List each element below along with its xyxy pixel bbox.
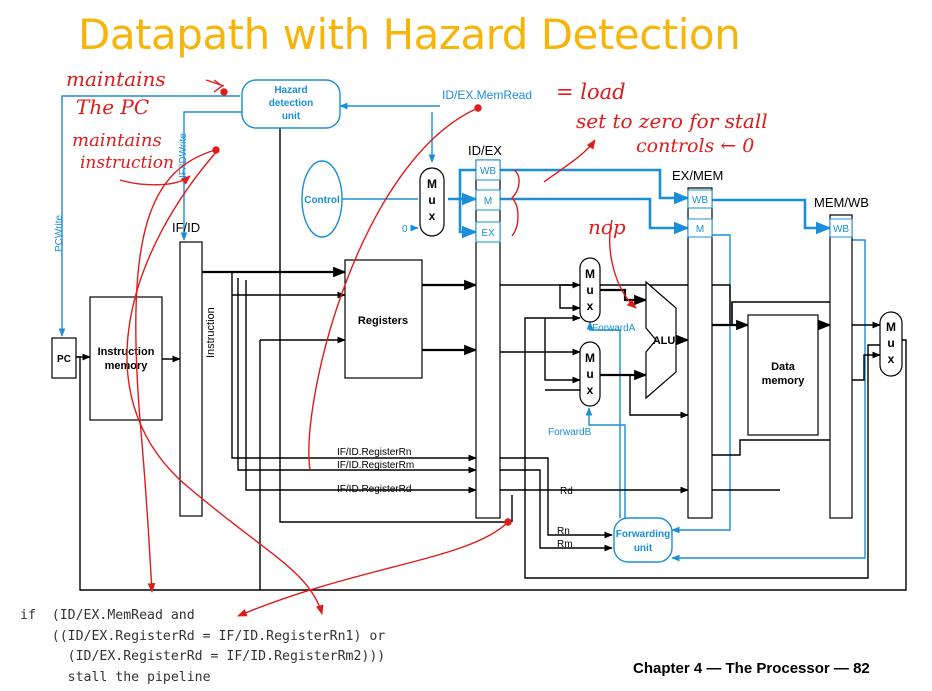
writeback-mux: M u x bbox=[879, 311, 903, 377]
control-wiring bbox=[58, 95, 866, 562]
code-line-3: (ID/EX.RegisterRd = IF/ID.RegisterRm2))) bbox=[20, 649, 386, 664]
alu-block: ALU bbox=[645, 280, 677, 400]
forward-b-mux: M u x ForwardB bbox=[548, 341, 601, 438]
zero-input-label: 0 bbox=[402, 224, 408, 235]
svg-text:M: M bbox=[427, 177, 437, 191]
instruction-memory-block: Instruction memory bbox=[89, 296, 163, 421]
svg-text:u: u bbox=[428, 193, 435, 207]
forwarding-label-2: unit bbox=[634, 543, 653, 554]
svg-text:M: M bbox=[585, 351, 595, 365]
svg-text:EX: EX bbox=[481, 228, 495, 239]
forward-a-label: ForwardA bbox=[592, 323, 636, 334]
hazard-label-2: detection bbox=[269, 98, 313, 109]
signal-labels: PCWrite IF/IDWrite ID/EX.MemRead IF/ID.R… bbox=[54, 88, 573, 550]
hazard-detection-unit: Hazard detection unit bbox=[241, 79, 341, 129]
svg-text:u: u bbox=[586, 283, 593, 297]
svg-text:M: M bbox=[585, 267, 595, 281]
instruction-memory-label-1: Instruction bbox=[98, 346, 155, 358]
if-id-label: IF/ID bbox=[172, 220, 200, 235]
stall-condition-code: if (ID/EX.MemRead and ((ID/EX.RegisterRd… bbox=[20, 606, 385, 688]
control-mux: M u x 0 bbox=[402, 167, 445, 237]
forwarding-label-1: Forwarding bbox=[616, 529, 670, 540]
svg-text:x: x bbox=[587, 383, 594, 397]
data-memory-block: Data memory bbox=[747, 314, 819, 436]
data-memory-label-2: memory bbox=[762, 375, 806, 387]
mem-wb-register: WB MEM/WB bbox=[814, 195, 869, 519]
annotation-strokes bbox=[119, 79, 637, 617]
note-maintains-instr-1: maintains bbox=[72, 130, 162, 151]
note-set-zero-2: controls ← 0 bbox=[636, 135, 754, 157]
note-maintains-pc-2: The PC bbox=[76, 95, 149, 119]
code-line-1: if (ID/EX.MemRead and bbox=[20, 608, 195, 623]
code-line-4: stall the pipeline bbox=[20, 669, 211, 685]
rd-label: Rd bbox=[560, 486, 573, 497]
rn-label: Rn bbox=[557, 526, 570, 537]
control-unit: Control bbox=[301, 160, 343, 238]
ex-mem-register: WB M EX/MEM bbox=[672, 168, 723, 519]
rm-label: Rm bbox=[557, 539, 573, 550]
svg-text:WB: WB bbox=[833, 224, 849, 235]
id-ex-memread-label: ID/EX.MemRead bbox=[442, 88, 532, 102]
slide-footer: Chapter 4 — The Processor — 82 bbox=[633, 660, 870, 677]
svg-text:WB: WB bbox=[692, 195, 708, 206]
svg-text:M: M bbox=[484, 196, 492, 207]
if-id-register: IF/ID Instruction bbox=[172, 220, 217, 517]
note-maintains-instr-2: instruction bbox=[80, 153, 174, 173]
forward-b-label: ForwardB bbox=[548, 427, 592, 438]
note-maintains-pc-1: maintains bbox=[66, 67, 166, 91]
hazard-label-1: Hazard bbox=[274, 85, 307, 96]
svg-text:M: M bbox=[696, 224, 704, 235]
datapath-wiring bbox=[76, 120, 907, 591]
registers-label: Registers bbox=[358, 315, 408, 327]
hazard-label-3: unit bbox=[282, 111, 301, 122]
instruction-vertical-label: Instruction bbox=[205, 307, 217, 358]
svg-text:u: u bbox=[887, 336, 894, 350]
handwritten-notes: maintains The PC maintains instruction =… bbox=[66, 67, 768, 239]
svg-text:WB: WB bbox=[480, 166, 496, 177]
svg-text:x: x bbox=[888, 352, 895, 366]
id-ex-label: ID/EX bbox=[468, 143, 502, 158]
svg-text:x: x bbox=[429, 209, 436, 223]
slide-title: Datapath with Hazard Detection bbox=[78, 10, 741, 59]
rm-field-label: IF/ID.RegisterRm bbox=[337, 460, 414, 471]
data-memory-label-1: Data bbox=[771, 361, 796, 373]
registers-block: Registers bbox=[344, 259, 423, 379]
control-label: Control bbox=[304, 195, 340, 206]
mem-wb-label: MEM/WB bbox=[814, 195, 869, 210]
note-memread-load: = load bbox=[556, 80, 626, 104]
svg-text:x: x bbox=[587, 299, 594, 313]
svg-text:M: M bbox=[886, 320, 896, 334]
forward-a-mux: M u x ForwardA bbox=[579, 257, 636, 334]
svg-text:u: u bbox=[586, 367, 593, 381]
note-set-zero-1: set to zero for stall bbox=[576, 109, 768, 133]
rd-field-label: IF/ID.RegisterRd bbox=[337, 484, 411, 495]
ex-mem-label: EX/MEM bbox=[672, 168, 723, 183]
code-line-2: ((ID/EX.RegisterRd = IF/ID.RegisterRn1) … bbox=[20, 628, 386, 644]
pc-block: PC bbox=[51, 337, 77, 379]
rn-field-label: IF/ID.RegisterRn bbox=[337, 447, 411, 458]
ifidwrite-label: IF/IDWrite bbox=[178, 133, 189, 178]
pc-label: PC bbox=[57, 354, 71, 365]
pcwrite-label: PCWrite bbox=[54, 215, 65, 252]
id-ex-register: WB M EX ID/EX bbox=[468, 143, 502, 519]
alu-label: ALU bbox=[653, 335, 676, 347]
forwarding-unit: Forwarding unit bbox=[613, 517, 673, 563]
note-nop: nop bbox=[588, 215, 626, 239]
